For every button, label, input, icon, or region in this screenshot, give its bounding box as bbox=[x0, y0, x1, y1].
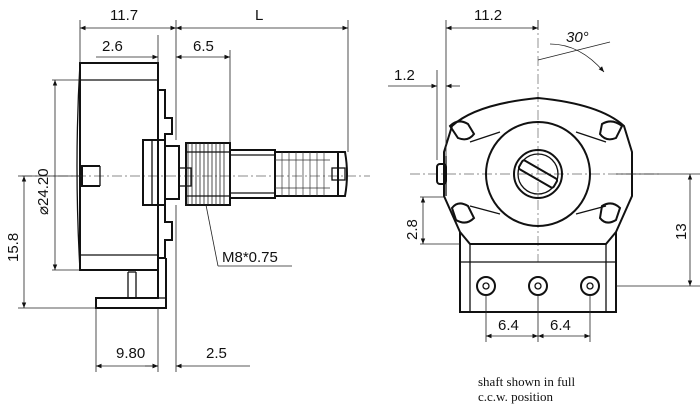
dim-pin-height: 13 bbox=[673, 223, 690, 240]
dim-tab-height: 2.8 bbox=[404, 219, 421, 240]
terminal-1 bbox=[476, 276, 496, 296]
dim-thread-length: 6.5 bbox=[193, 38, 214, 55]
dim-width: 11.2 bbox=[474, 7, 502, 24]
note-line-1: shaft shown in full bbox=[478, 374, 576, 389]
dim-pin-thickness: 2.5 bbox=[206, 345, 227, 362]
front-view: 11.2 30° 1.2 2.8 13 6.4 6.4 bbox=[388, 7, 700, 342]
side-extension-lines bbox=[18, 20, 349, 372]
side-view: 11.7 L 2.6 6.5 ⌀24.20 15.8 M8*0.75 9.80 … bbox=[5, 7, 370, 372]
dim-body-diameter: ⌀24.20 bbox=[35, 168, 52, 215]
front-housing bbox=[436, 96, 633, 245]
front-shaft-face bbox=[513, 149, 563, 199]
side-threaded-bushing bbox=[185, 142, 231, 206]
side-terminal-pin bbox=[95, 258, 167, 309]
terminal-2 bbox=[528, 276, 548, 296]
terminal-3 bbox=[580, 276, 600, 296]
note: shaft shown in full c.c.w. position bbox=[478, 374, 576, 404]
side-shaft bbox=[229, 149, 276, 199]
front-dimension-lines bbox=[388, 25, 693, 339]
front-terminals bbox=[476, 276, 600, 296]
dim-angle: 30° bbox=[566, 29, 589, 46]
dim-body-depth: 11.7 bbox=[110, 7, 138, 24]
dim-overall-height: 15.8 bbox=[5, 233, 22, 262]
side-shaft-base bbox=[164, 145, 192, 200]
dim-pin-pitch-1: 6.4 bbox=[498, 317, 519, 334]
dim-bushing-shoulder: 2.6 bbox=[102, 38, 123, 55]
dim-pin-offset: 9.80 bbox=[116, 345, 145, 362]
side-knurled-shaft bbox=[274, 151, 348, 197]
dim-shaft-length: L bbox=[255, 7, 263, 24]
dim-pin-pitch-2: 6.4 bbox=[550, 317, 571, 334]
dim-tab: 1.2 bbox=[394, 67, 415, 84]
side-housing bbox=[76, 62, 159, 271]
dim-thread: M8*0.75 bbox=[222, 249, 278, 266]
note-line-2: c.c.w. position bbox=[478, 389, 553, 404]
side-dimension-lines bbox=[21, 25, 348, 369]
